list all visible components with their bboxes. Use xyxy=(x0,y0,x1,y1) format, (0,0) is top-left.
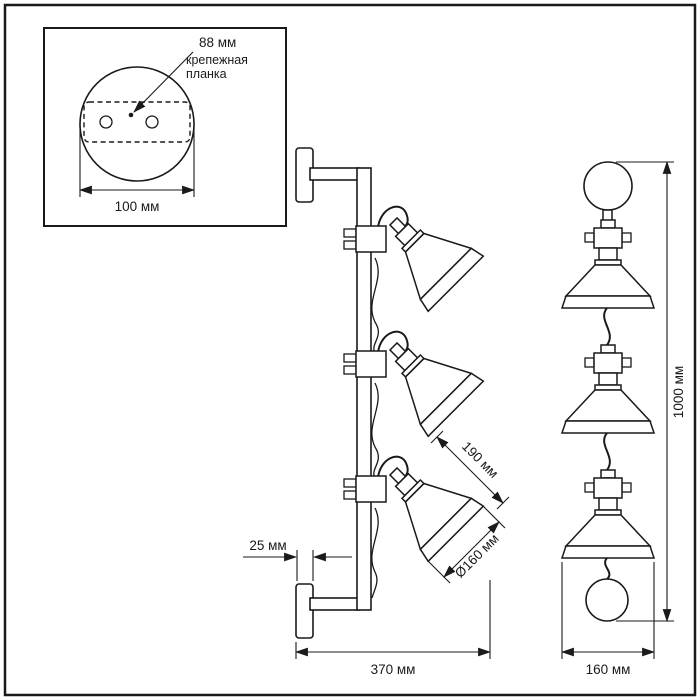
hole-spacing-label: 88 мм xyxy=(199,35,236,50)
arm-top xyxy=(309,167,360,181)
dim-shade-diameter xyxy=(427,505,506,584)
side-view xyxy=(295,147,485,639)
bracket-label-line2: планка xyxy=(186,67,227,81)
mounting-strip-dashed xyxy=(83,101,191,143)
cable-curve xyxy=(371,507,379,599)
inset-diagram: 88 мм крепежная планка 100 мм xyxy=(43,27,287,227)
plate-depth-label: 25 мм xyxy=(249,538,286,553)
lamp-head-front-2 xyxy=(561,344,655,434)
dim-fixture-width xyxy=(560,562,656,659)
inset-frame xyxy=(43,27,287,227)
center-point xyxy=(128,112,134,118)
mounting-hole-left xyxy=(99,115,113,129)
fixture-depth-label: 370 мм xyxy=(371,662,416,677)
fixture-width-label: 160 мм xyxy=(586,662,631,677)
mounting-hole-right xyxy=(145,115,159,129)
hole-spacing-leader xyxy=(133,51,194,113)
shade-length-label: 190 мм xyxy=(459,439,501,481)
plate-width-label: 100 мм xyxy=(115,199,160,214)
stem-curve xyxy=(603,432,611,471)
canopy-circle-top xyxy=(583,161,633,211)
front-view xyxy=(561,161,655,622)
lamp-head-front-1 xyxy=(561,219,655,309)
bracket-label-line1: крепежная xyxy=(186,53,248,67)
dim-fixture-height xyxy=(616,160,674,623)
dim-shade-length xyxy=(430,430,510,510)
dim-fixture-depth xyxy=(294,580,492,659)
dim-plate-depth xyxy=(243,550,352,581)
canopy-circle-bottom xyxy=(585,578,629,622)
outer-frame xyxy=(3,3,697,697)
lamp-head-front-3 xyxy=(561,469,655,559)
cable-curve xyxy=(371,382,380,477)
dim-plate-width xyxy=(78,126,196,197)
shade-diameter-label: Ø160 мм xyxy=(452,531,502,581)
stem-curve xyxy=(603,307,611,346)
stem-curve xyxy=(604,557,611,580)
wall-plate-bottom xyxy=(295,583,314,639)
fixture-height-label: 1000 мм xyxy=(671,366,686,418)
cable-curve xyxy=(371,257,380,352)
arm-bottom xyxy=(309,597,360,611)
canopy-outline xyxy=(79,66,195,182)
